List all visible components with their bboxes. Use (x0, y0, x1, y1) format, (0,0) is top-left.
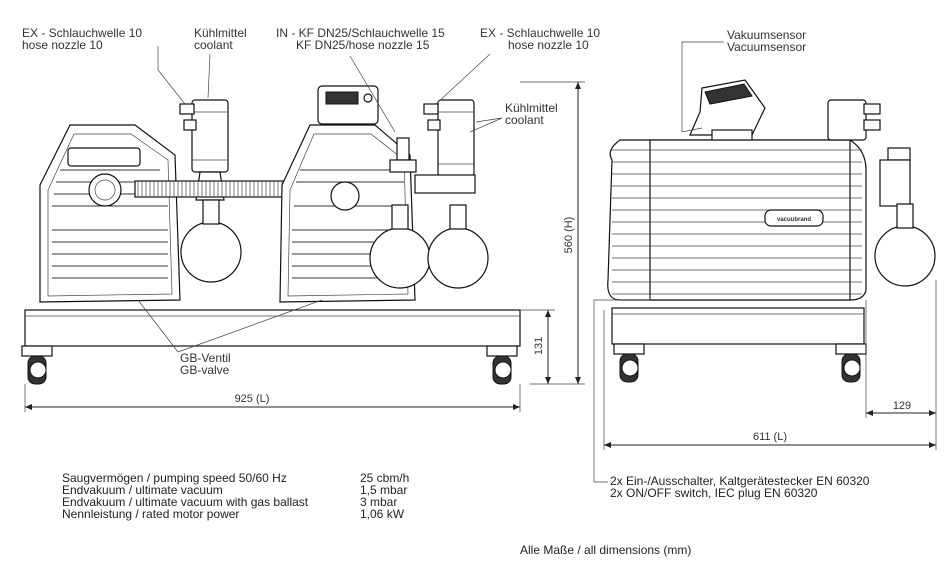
note-all-dimensions: Alle Maße / all dimensions (mm) (520, 543, 692, 557)
side-pump-body: vacuubrand (607, 139, 867, 301)
dim-offset-side-text: 129 (893, 400, 911, 412)
side-caster-right (835, 343, 867, 383)
dim-width-front: 925 (L) (24, 384, 521, 412)
label-coolant-right-en: coolant (505, 113, 544, 127)
label-coolant-left-de: Kühlmittel (194, 26, 247, 40)
dim-width-front-text: 925 (L) (235, 393, 270, 405)
side-flask (874, 225, 936, 287)
label-coolant-left-en: coolant (194, 38, 233, 52)
spec-value: 3 mbar (360, 495, 398, 509)
spec-row: Nennleistung / rated motor power 1,06 kW (62, 508, 440, 520)
label-in-en: KF DN25/hose nozzle 15 (296, 38, 430, 52)
specs-table: Saugvermögen / pumping speed 50/60 Hz 25… (62, 472, 440, 520)
spec-value: 1,5 mbar (360, 483, 408, 497)
label-ex-left-en: hose nozzle 10 (22, 38, 103, 52)
spec-label: Saugvermögen / pumping speed 50/60 Hz (62, 471, 287, 485)
dim-offset-side: 129 (865, 300, 936, 418)
side-caster-left (613, 343, 645, 383)
switch-leader (593, 295, 651, 483)
spec-label: Endvakuum / ultimate vacuum with gas bal… (62, 495, 309, 509)
side-view: vacuubrand 611 (L) (593, 41, 937, 483)
label-sensor-en: Vacuumsensor (727, 40, 806, 54)
front-inlet (389, 137, 417, 173)
dim-depth-side-text: 611 (L) (753, 431, 787, 443)
spec-row: Endvakuum / ultimate vacuum with gas bal… (62, 496, 440, 508)
front-pump-left (39, 124, 181, 303)
dim-height-base: 131 (520, 309, 555, 384)
front-caster-left (21, 345, 53, 385)
front-flask-left (180, 221, 242, 283)
spec-label: Endvakuum / ultimate vacuum (62, 483, 223, 497)
brand-label: vacuubrand (777, 217, 811, 223)
dim-depth-side: 611 (L) (603, 280, 937, 450)
front-flask-middle (369, 227, 431, 289)
label-gb-en: GB-valve (180, 363, 230, 377)
dim-height-total: 560 (H) (520, 81, 585, 385)
spec-value: 1,06 kW (360, 507, 405, 521)
front-condenser-right (369, 99, 489, 289)
dim-height-base-text: 131 (533, 337, 545, 355)
side-vacuum-sensor (689, 79, 766, 141)
note-switch-en: 2x ON/OFF switch, IEC plug EN 60320 (610, 486, 818, 500)
label-ex-right-en: hose nozzle 10 (508, 38, 589, 52)
front-flask-right (427, 227, 489, 289)
callout-labels: EX - Schlauchwelle 10 hose nozzle 10 Küh… (22, 26, 806, 377)
side-condenser (827, 99, 936, 287)
label-coolant-right-de: Kühlmittel (505, 101, 558, 115)
spec-row: Endvakuum / ultimate vacuum 1,5 mbar (62, 484, 440, 496)
spec-value: 25 cbm/h (360, 471, 410, 485)
note-switch-de: 2x Ein-/Ausschalter, Kaltgerätestecker E… (610, 474, 870, 488)
label-in-de: IN - KF DN25/Schlauchwelle 15 (276, 26, 445, 40)
spec-label: Nennleistung / rated motor power (62, 507, 240, 521)
dim-height-total-text: 560 (H) (563, 217, 575, 254)
label-ex-left-de: EX - Schlauchwelle 10 (22, 26, 142, 40)
spec-row: Saugvermögen / pumping speed 50/60 Hz 25… (62, 472, 440, 484)
front-caster-right (486, 345, 518, 385)
front-leaders (137, 46, 503, 353)
label-ex-right-de: EX - Schlauchwelle 10 (480, 26, 600, 40)
front-view: 925 (L) 560 (H) 131 (21, 81, 585, 412)
sensor-leader (681, 41, 724, 133)
front-base-frame (24, 309, 521, 347)
side-base-frame (611, 307, 865, 345)
label-sensor-de: Vakuumsensor (727, 28, 806, 42)
label-gb-de: GB-Ventil (180, 351, 231, 365)
